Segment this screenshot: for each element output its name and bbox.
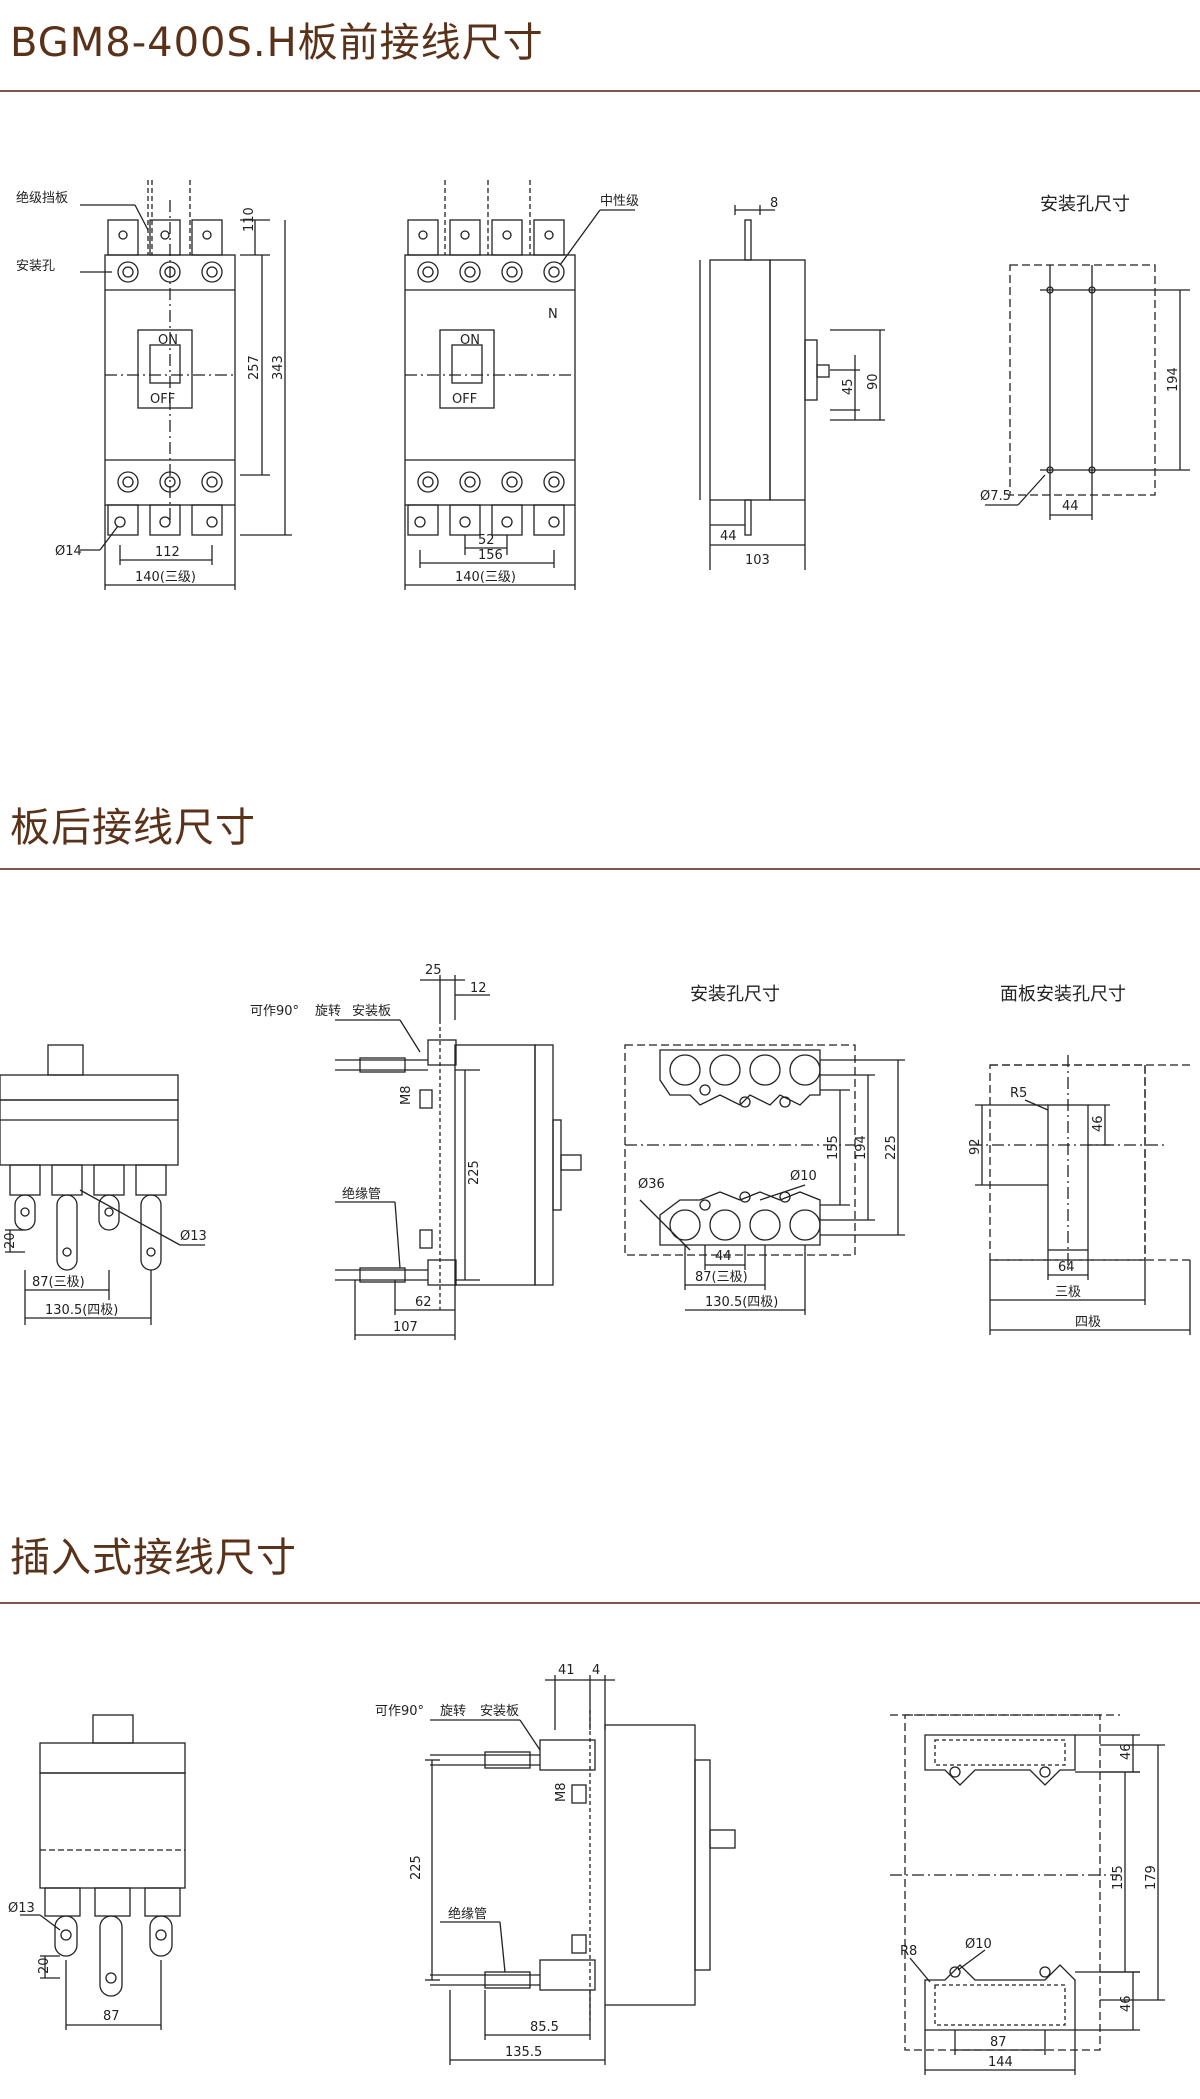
plugin-wiring-drawings: Ø13 20 87 可作90° 旋转 安装板 M8 绝缘管 41 4 225 8…: [8, 1663, 1165, 2075]
label-mounting-hole: 安装孔: [16, 259, 55, 274]
label-insulation-tube-plugin: 绝缘管: [448, 1906, 487, 1922]
caption-rear-mounting-holes: 安装孔尺寸: [690, 984, 780, 1005]
label-mounting-plate: 安装板: [352, 1004, 391, 1019]
dim-r5: R5: [1010, 1086, 1027, 1101]
dim-dia13: Ø13: [180, 1229, 207, 1244]
label-rotate: 旋转: [315, 1004, 341, 1019]
dim-20: 20: [3, 1232, 18, 1249]
dim-103: 103: [745, 553, 770, 568]
section-title-front: BGM8-400S.H板前接线尺寸: [10, 20, 544, 66]
rear-wiring-drawings: Ø13 20 87(三极) 130.5(四极) 可作90° 旋转 安装板 M8 …: [0, 963, 1191, 1340]
label-m8: M8: [399, 1086, 414, 1106]
dim-130-5-4pole: 130.5(四极): [45, 1303, 118, 1318]
label-on-2: ON: [460, 333, 480, 348]
dim-225-plugin: 225: [409, 1855, 424, 1880]
dim-45: 45: [841, 378, 856, 395]
dim-135-5: 135.5: [505, 2045, 542, 2060]
label-rotatable-90-plugin: 可作90°: [375, 1704, 424, 1719]
dim-92: 92: [968, 1138, 983, 1155]
dim-62: 62: [415, 1295, 432, 1310]
label-insulation-tube: 绝缘管: [342, 1186, 381, 1202]
label-on: ON: [158, 333, 178, 348]
section-divider: [0, 90, 1200, 92]
dim-140-3pole-2: 140(三级): [455, 570, 516, 585]
plugin-mounting-holes: [890, 1714, 1165, 2075]
label-three-pole: 三极: [1055, 1285, 1081, 1300]
front-side-view: [699, 205, 885, 570]
front-view-4pole: [404, 180, 635, 590]
dim-12: 12: [470, 981, 487, 996]
dim-112: 112: [155, 545, 180, 560]
dim-4: 4: [592, 1663, 600, 1678]
plugin-side-view: [425, 1675, 736, 2065]
dim-46-bottom: 46: [1119, 1995, 1134, 2012]
dim-44-rear: 44: [715, 1249, 732, 1264]
dim-46-panel: 46: [1091, 1115, 1106, 1132]
dim-257: 257: [247, 355, 262, 380]
rear-mounting-holes: [624, 1044, 905, 1315]
label-rotatable-90: 可作90°: [250, 1004, 299, 1019]
dim-64: 64: [1058, 1260, 1075, 1275]
dim-dia13-plugin: Ø13: [8, 1901, 35, 1916]
front-wiring-drawings: 绝级挡板 安装孔 ON OFF 110 257 343 Ø14 112 140(…: [16, 180, 1190, 590]
dim-107: 107: [393, 1320, 418, 1335]
label-mounting-plate-plugin: 安装板: [480, 1704, 519, 1719]
dim-r8: R8: [900, 1944, 917, 1959]
label-off-2: OFF: [452, 392, 477, 407]
section-title-plugin: 插入式接线尺寸: [10, 1535, 297, 1581]
label-rotate-plugin: 旋转: [440, 1704, 466, 1719]
dim-87-plugin: 87: [103, 2009, 120, 2024]
dim-225-rear: 225: [884, 1135, 899, 1160]
label-n: N: [548, 307, 558, 322]
dim-87-3pole: 87(三极): [32, 1275, 85, 1290]
plugin-bottom-view: [20, 1714, 186, 2030]
dim-dia7-5: Ø7.5: [980, 489, 1011, 504]
section-divider: [0, 1602, 1200, 1604]
dim-155: 155: [826, 1135, 841, 1160]
section-title-rear: 板后接线尺寸: [10, 805, 256, 851]
dim-dia36: Ø36: [638, 1177, 665, 1192]
dim-dia10-plugin: Ø10: [965, 1937, 992, 1952]
dim-dia14: Ø14: [55, 544, 82, 559]
label-off: OFF: [150, 392, 175, 407]
dim-dia10: Ø10: [790, 1169, 817, 1184]
dim-25: 25: [425, 963, 442, 978]
dim-144: 144: [988, 2055, 1013, 2070]
dim-44: 44: [720, 529, 737, 544]
rear-side-view: [335, 975, 582, 1340]
caption-mounting-holes: 安装孔尺寸: [1040, 194, 1130, 215]
dim-8: 8: [770, 196, 778, 211]
dim-52: 52: [478, 533, 495, 548]
dim-130-5-4pole-rear: 130.5(四极): [705, 1295, 778, 1310]
dim-194-rear: 194: [854, 1135, 869, 1160]
dim-85-5: 85.5: [530, 2020, 559, 2035]
dim-44-holes: 44: [1062, 499, 1079, 514]
dim-46-top: 46: [1119, 1743, 1134, 1760]
label-insulation-barrier: 绝级挡板: [16, 190, 68, 206]
panel-mounting-holes: [970, 1055, 1191, 1335]
dim-156: 156: [478, 548, 503, 563]
dim-20-plugin: 20: [37, 1957, 52, 1974]
dim-110: 110: [242, 207, 257, 232]
front-mounting-holes: [985, 264, 1190, 520]
dim-155-plugin: 155: [1111, 1865, 1126, 1890]
front-view-3pole: [80, 180, 292, 590]
dim-87-3pole-rear: 87(三极): [695, 1270, 748, 1285]
dim-179: 179: [1144, 1865, 1159, 1890]
dim-41: 41: [558, 1663, 575, 1678]
dim-90: 90: [866, 373, 881, 390]
dim-225: 225: [467, 1160, 482, 1185]
label-four-pole: 四极: [1075, 1315, 1101, 1330]
dim-87-plugin-holes: 87: [990, 2035, 1007, 2050]
rear-bottom-view: [0, 1044, 205, 1325]
dim-343: 343: [271, 355, 286, 380]
caption-panel-holes: 面板安装孔尺寸: [1000, 984, 1126, 1005]
section-divider: [0, 868, 1200, 870]
label-neutral-pole: 中性级: [600, 194, 639, 209]
label-m8-plugin: M8: [554, 1783, 569, 1803]
dim-140-3pole: 140(三级): [135, 570, 196, 585]
dim-194: 194: [1166, 367, 1181, 392]
